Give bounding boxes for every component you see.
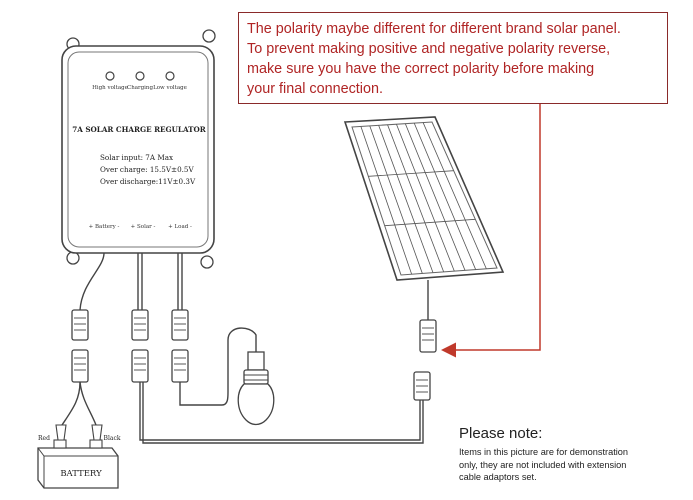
solar-cell-divider: [378, 125, 434, 273]
battery-cable-red-lead: [61, 381, 81, 426]
warning-line-3: make sure you have the correct polarity …: [247, 61, 595, 77]
port-label-load: + Load -: [168, 224, 192, 230]
indicator-label-high: High voltage: [92, 85, 128, 91]
please-note: Please note: Items in this picture are f…: [459, 424, 684, 484]
solar-connector-upper: [131, 309, 149, 341]
load-connector-upper: [171, 309, 189, 341]
solar-extension-cable-b: [142, 382, 424, 444]
polarity-arrow: [441, 104, 541, 358]
battery-red-label: Red: [38, 435, 50, 442]
solar-cell-divider: [384, 218, 476, 227]
polarity-warning-box: The polarity maybe different for differe…: [238, 12, 668, 104]
led-low-voltage: [165, 71, 175, 81]
note-body: Items in this picture are for demonstrat…: [459, 446, 684, 484]
solar-cell-divider: [422, 122, 487, 269]
solar-panel: [343, 116, 505, 281]
battery-connector-lower: [71, 349, 89, 383]
battery-cable-black-lead: [79, 381, 97, 426]
regulator-title: 7A SOLAR CHARGE REGULATOR: [72, 125, 207, 134]
bulb-base: [243, 369, 269, 385]
solar-cell-divider: [387, 124, 445, 273]
clip-black: [91, 424, 103, 441]
battery-connector-upper: [71, 309, 89, 341]
spec-over-discharge: Over discharge:11V±0.3V: [100, 177, 196, 186]
solar-cell-divider: [404, 123, 466, 271]
spec-solar-input: Solar input: 7A Max: [100, 153, 173, 162]
battery-black-label: Black: [104, 435, 121, 442]
bulb-glass: [237, 383, 275, 426]
load-connector-lower: [171, 349, 189, 383]
battery-body: [37, 447, 119, 489]
note-line-3: cable adaptors set.: [459, 472, 537, 482]
warning-line-2: To prevent making positive and negative …: [247, 41, 611, 57]
regulator-face: [67, 51, 209, 248]
port-label-solar: + Solar -: [131, 224, 156, 230]
solar-cell-divider: [360, 126, 413, 275]
mount-hole-top-right: [202, 29, 216, 43]
bulb-cable: [179, 327, 257, 406]
solar-connector-lower: [131, 349, 149, 383]
battery-terminal-positive: [53, 439, 67, 449]
solar-cell-divider: [369, 125, 423, 274]
warning-line-4: your final connection.: [247, 81, 383, 97]
solar-extension-cable: [139, 382, 421, 441]
solar-cell-divider: [396, 124, 455, 272]
indicator-label-charging: Charging: [127, 85, 153, 91]
warning-line-1: The polarity maybe different for differe…: [247, 21, 621, 37]
mount-hole-bottom-right: [200, 255, 214, 269]
note-title: Please note:: [459, 425, 543, 442]
led-high-voltage: [105, 71, 115, 81]
spec-over-charge: Over charge: 15.5V±0.5V: [100, 165, 195, 174]
solar-panel-cells: [360, 122, 487, 275]
light-bulb: [237, 351, 275, 426]
port-label-battery: + Battery -: [89, 224, 120, 230]
battery-terminal-negative: [89, 439, 103, 449]
solar-cell-divider: [413, 122, 477, 270]
battery-cable-upper: [79, 252, 105, 311]
panel-connector-upper: [419, 319, 437, 353]
clip-red: [55, 424, 67, 441]
cables: [61, 252, 429, 444]
battery-label: BATTERY: [60, 469, 102, 479]
indicator-label-low: Low voltage: [153, 85, 187, 91]
bulb-socket: [247, 351, 265, 371]
charge-regulator: High voltage Charging Low voltage 7A SOL…: [61, 29, 216, 269]
connector-ribs: [74, 317, 434, 393]
note-line-2: only, they are not included with extensi…: [459, 459, 627, 470]
note-line-1: Items in this picture are for demonstrat…: [459, 447, 629, 457]
solar-cell-divider: [368, 170, 454, 177]
battery: Red Black BATTERY: [37, 424, 121, 489]
led-charging: [135, 71, 145, 81]
